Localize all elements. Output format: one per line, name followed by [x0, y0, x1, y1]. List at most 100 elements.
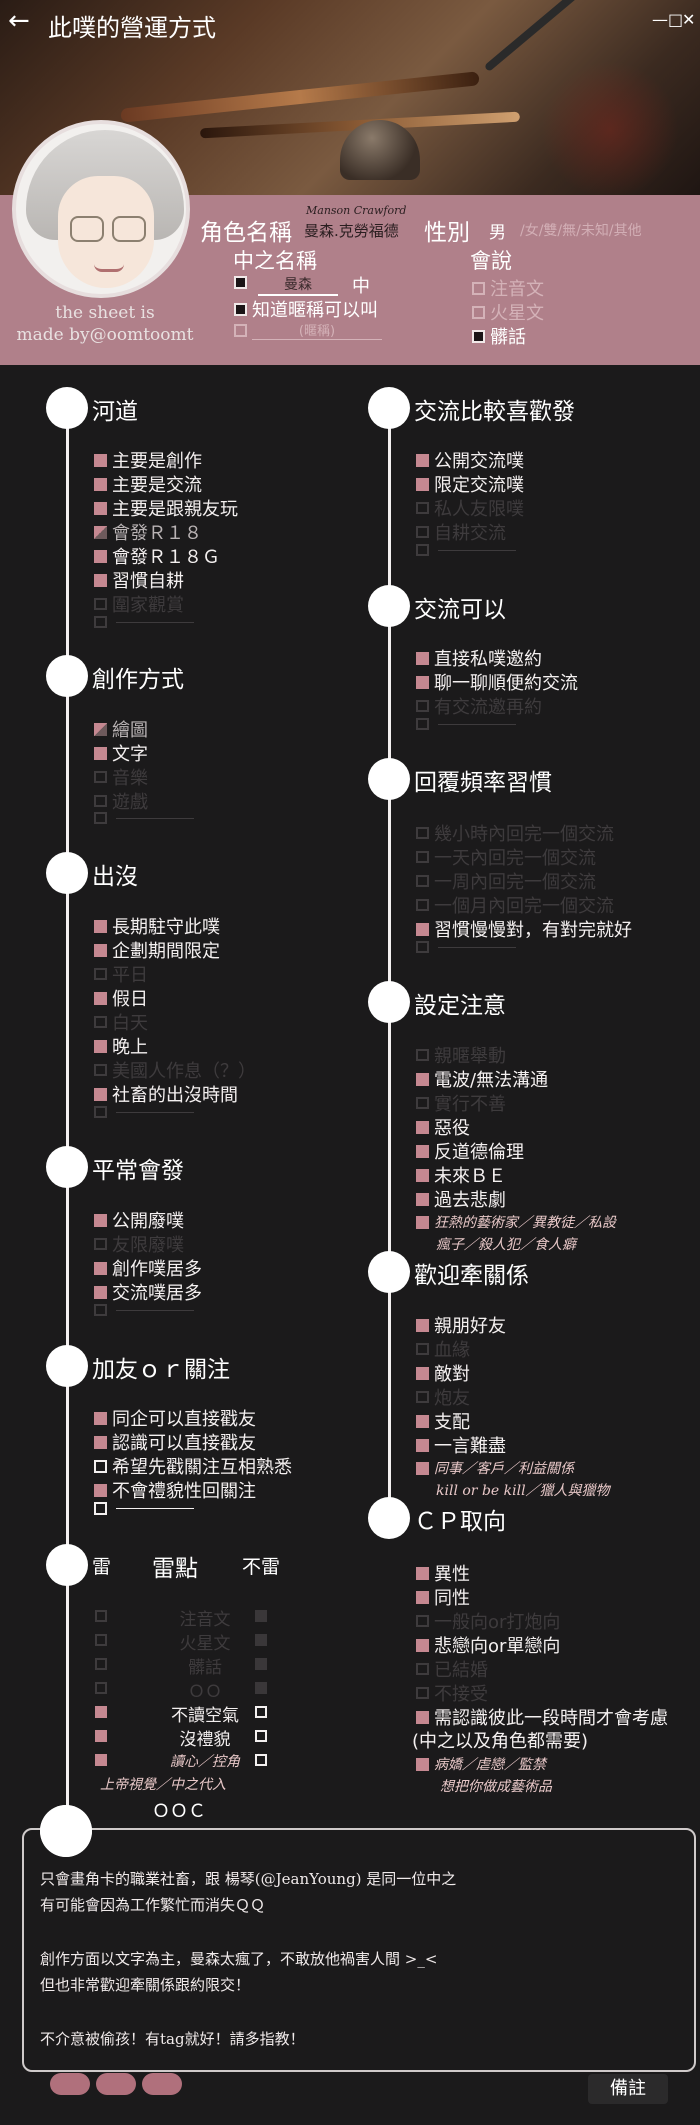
checkbox[interactable]: [416, 675, 429, 689]
checkbox[interactable]: [94, 1261, 107, 1275]
list-item[interactable]: 公開交流噗: [416, 447, 524, 473]
checkbox[interactable]: [472, 305, 485, 319]
list-item[interactable]: 公開廢噗: [94, 1207, 184, 1233]
checkbox[interactable]: [416, 1120, 429, 1134]
tag-pill[interactable]: [96, 2073, 136, 2095]
list-item[interactable]: 不接受: [416, 1680, 488, 1706]
checkbox[interactable]: [416, 1590, 429, 1604]
blank-item[interactable]: [94, 1304, 194, 1316]
list-item[interactable]: 習慣自耕: [94, 567, 184, 593]
not-thunder-check[interactable]: [255, 1610, 267, 1622]
checkbox[interactable]: [416, 1072, 429, 1086]
speak-option[interactable]: 髒話: [472, 323, 526, 349]
list-item[interactable]: 假日: [94, 985, 148, 1011]
list-item[interactable]: 繪圖: [94, 716, 148, 742]
thunder-check[interactable]: [95, 1682, 107, 1694]
list-item[interactable]: 炮友: [416, 1384, 470, 1410]
checkbox[interactable]: [416, 544, 429, 556]
checkbox[interactable]: [416, 1168, 429, 1182]
list-item[interactable]: 需認識彼此一段時間才會考慮: [416, 1704, 668, 1730]
checkbox[interactable]: [416, 1097, 429, 1109]
list-item[interactable]: 狂熱的藝術家／異教徒／私設: [416, 1212, 616, 1232]
checkbox[interactable]: [416, 1414, 429, 1428]
speak-option[interactable]: 注音文: [472, 275, 544, 301]
checkbox[interactable]: [94, 501, 107, 515]
list-item[interactable]: 病嬌／虐戀／監禁: [416, 1754, 546, 1774]
thunder-check[interactable]: [95, 1730, 107, 1742]
checkbox[interactable]: [416, 477, 429, 491]
list-item[interactable]: 不會禮貌性回關注: [94, 1477, 256, 1503]
list-item[interactable]: 自耕交流: [416, 519, 506, 545]
checkbox[interactable]: [416, 922, 429, 936]
blank-item[interactable]: [416, 544, 516, 556]
blank-item[interactable]: [94, 1502, 194, 1515]
list-item[interactable]: 有交流邀再約: [416, 693, 542, 719]
checkbox[interactable]: [94, 968, 107, 980]
list-item[interactable]: 白天: [94, 1009, 148, 1035]
checkbox[interactable]: [416, 899, 429, 911]
checkbox[interactable]: [94, 1213, 107, 1227]
checkbox[interactable]: [234, 302, 247, 316]
thunder-check[interactable]: [95, 1658, 107, 1670]
checkbox[interactable]: [416, 851, 429, 863]
checkbox[interactable]: [416, 1566, 429, 1580]
list-item[interactable]: 主要是創作: [94, 447, 202, 473]
close-icon[interactable]: ✕: [682, 10, 696, 29]
checkbox[interactable]: [94, 746, 107, 760]
list-item[interactable]: 音樂: [94, 764, 148, 790]
list-item[interactable]: 一個月內回完一個交流: [416, 892, 614, 918]
checkbox[interactable]: [416, 502, 429, 514]
blank-item[interactable]: [94, 812, 194, 824]
list-item[interactable]: 實行不善: [416, 1090, 506, 1116]
list-item[interactable]: 同性: [416, 1584, 470, 1610]
checkbox[interactable]: [94, 1238, 107, 1250]
checkbox[interactable]: [234, 323, 247, 337]
not-thunder-check[interactable]: [255, 1682, 267, 1694]
checkbox[interactable]: [416, 827, 429, 839]
checkbox[interactable]: [416, 875, 429, 887]
list-item[interactable]: 私人友限噗: [416, 495, 524, 521]
list-item[interactable]: 異性: [416, 1560, 470, 1586]
checkbox[interactable]: [234, 276, 247, 289]
list-item[interactable]: 創作噗居多: [94, 1255, 202, 1281]
checkbox[interactable]: [94, 616, 107, 628]
nick-check[interactable]: [234, 276, 252, 289]
maximize-icon[interactable]: □: [668, 10, 684, 29]
checkbox[interactable]: [416, 1638, 429, 1652]
checkbox[interactable]: [94, 919, 107, 933]
list-item[interactable]: 認識可以直接戳友: [94, 1429, 256, 1455]
checkbox[interactable]: [416, 453, 429, 467]
not-thunder-check[interactable]: [255, 1706, 267, 1718]
not-thunder-check[interactable]: [255, 1658, 267, 1670]
list-item[interactable]: 長期駐守此噗: [94, 913, 220, 939]
tag-pill[interactable]: [50, 2073, 90, 2095]
list-item[interactable]: 聊一聊順便約交流: [416, 669, 578, 695]
checkbox[interactable]: [94, 598, 107, 610]
blank-item[interactable]: [416, 718, 516, 730]
minimize-icon[interactable]: —: [652, 10, 668, 29]
checkbox[interactable]: [416, 1144, 429, 1158]
list-item[interactable]: 晚上: [94, 1033, 148, 1059]
checkbox[interactable]: [94, 943, 107, 957]
blank-item[interactable]: [416, 941, 516, 953]
list-item[interactable]: 電波/無法溝通: [416, 1066, 548, 1092]
list-item[interactable]: 友限廢噗: [94, 1231, 184, 1257]
list-item[interactable]: 遊戲: [94, 788, 148, 814]
not-thunder-check[interactable]: [255, 1634, 267, 1646]
list-item[interactable]: 悲戀向or單戀向: [416, 1632, 560, 1658]
list-item[interactable]: 一天內回完一個交流: [416, 844, 596, 870]
list-item[interactable]: 圍家觀賞: [94, 591, 184, 617]
checkbox[interactable]: [416, 651, 429, 665]
list-item[interactable]: 支配: [416, 1408, 470, 1434]
list-item[interactable]: 希望先戳關注互相熟悉: [94, 1453, 292, 1479]
list-item[interactable]: 主要是交流: [94, 471, 202, 497]
list-item[interactable]: 一周內回完一個交流: [416, 868, 596, 894]
checkbox[interactable]: [416, 1438, 429, 1452]
list-item[interactable]: 限定交流噗: [416, 471, 524, 497]
blank-item[interactable]: [94, 616, 194, 628]
list-item[interactable]: 習慣慢慢對，有對完就好: [416, 916, 632, 942]
checkbox[interactable]: [94, 1435, 107, 1449]
checkbox[interactable]: [416, 1461, 429, 1475]
checkbox[interactable]: [94, 573, 107, 587]
back-arrow-icon[interactable]: ←: [8, 6, 30, 36]
